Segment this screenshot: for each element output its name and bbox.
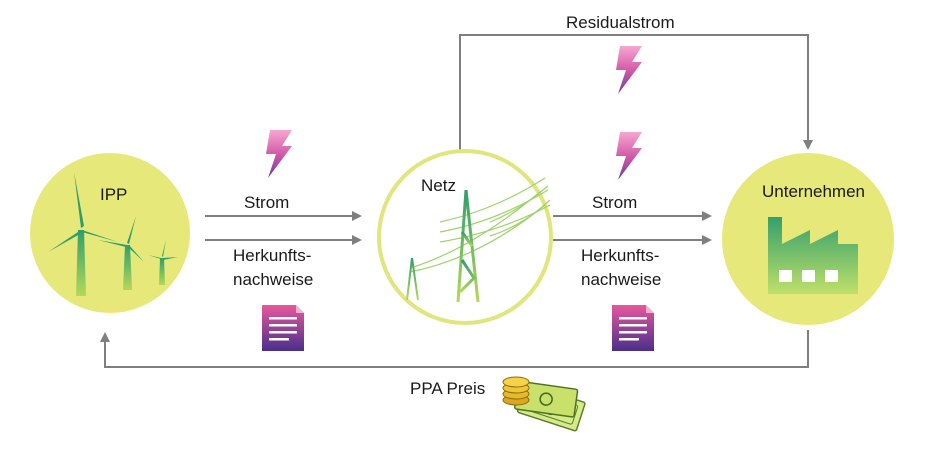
residualstrom-label: Residualstrom [566,13,675,32]
residual-arrow [459,34,813,150]
ppa-price-label: PPA Preis [410,379,485,398]
document-icon [262,305,304,351]
unternehmen-label: Unternehmen [762,182,865,201]
hkn-right-label-2: nachweise [581,270,661,289]
netz-node: Netz [377,149,553,325]
lightning-icon [266,130,292,178]
factory-icon [768,217,858,294]
lightning-icon [616,132,642,180]
netz-label: Netz [421,176,456,195]
document-icon [612,305,654,351]
wind-turbine-icon [48,172,178,296]
unternehmen-node: Unternehmen [722,153,894,325]
hkn-right-label-1: Herkunfts- [581,246,659,265]
ppa-arrow [100,330,809,368]
connectors [100,34,813,368]
money-icon [502,376,586,432]
ipp-node: IPP [30,153,190,313]
hkn-left-label-1: Herkunfts- [233,246,311,265]
ipp-label: IPP [100,185,127,204]
strom-right-label: Strom [592,193,637,212]
strom-left-label: Strom [244,193,289,212]
hkn-left-label-2: nachweise [233,270,313,289]
lightning-icon [616,46,642,94]
power-pylon-icon [403,177,551,303]
